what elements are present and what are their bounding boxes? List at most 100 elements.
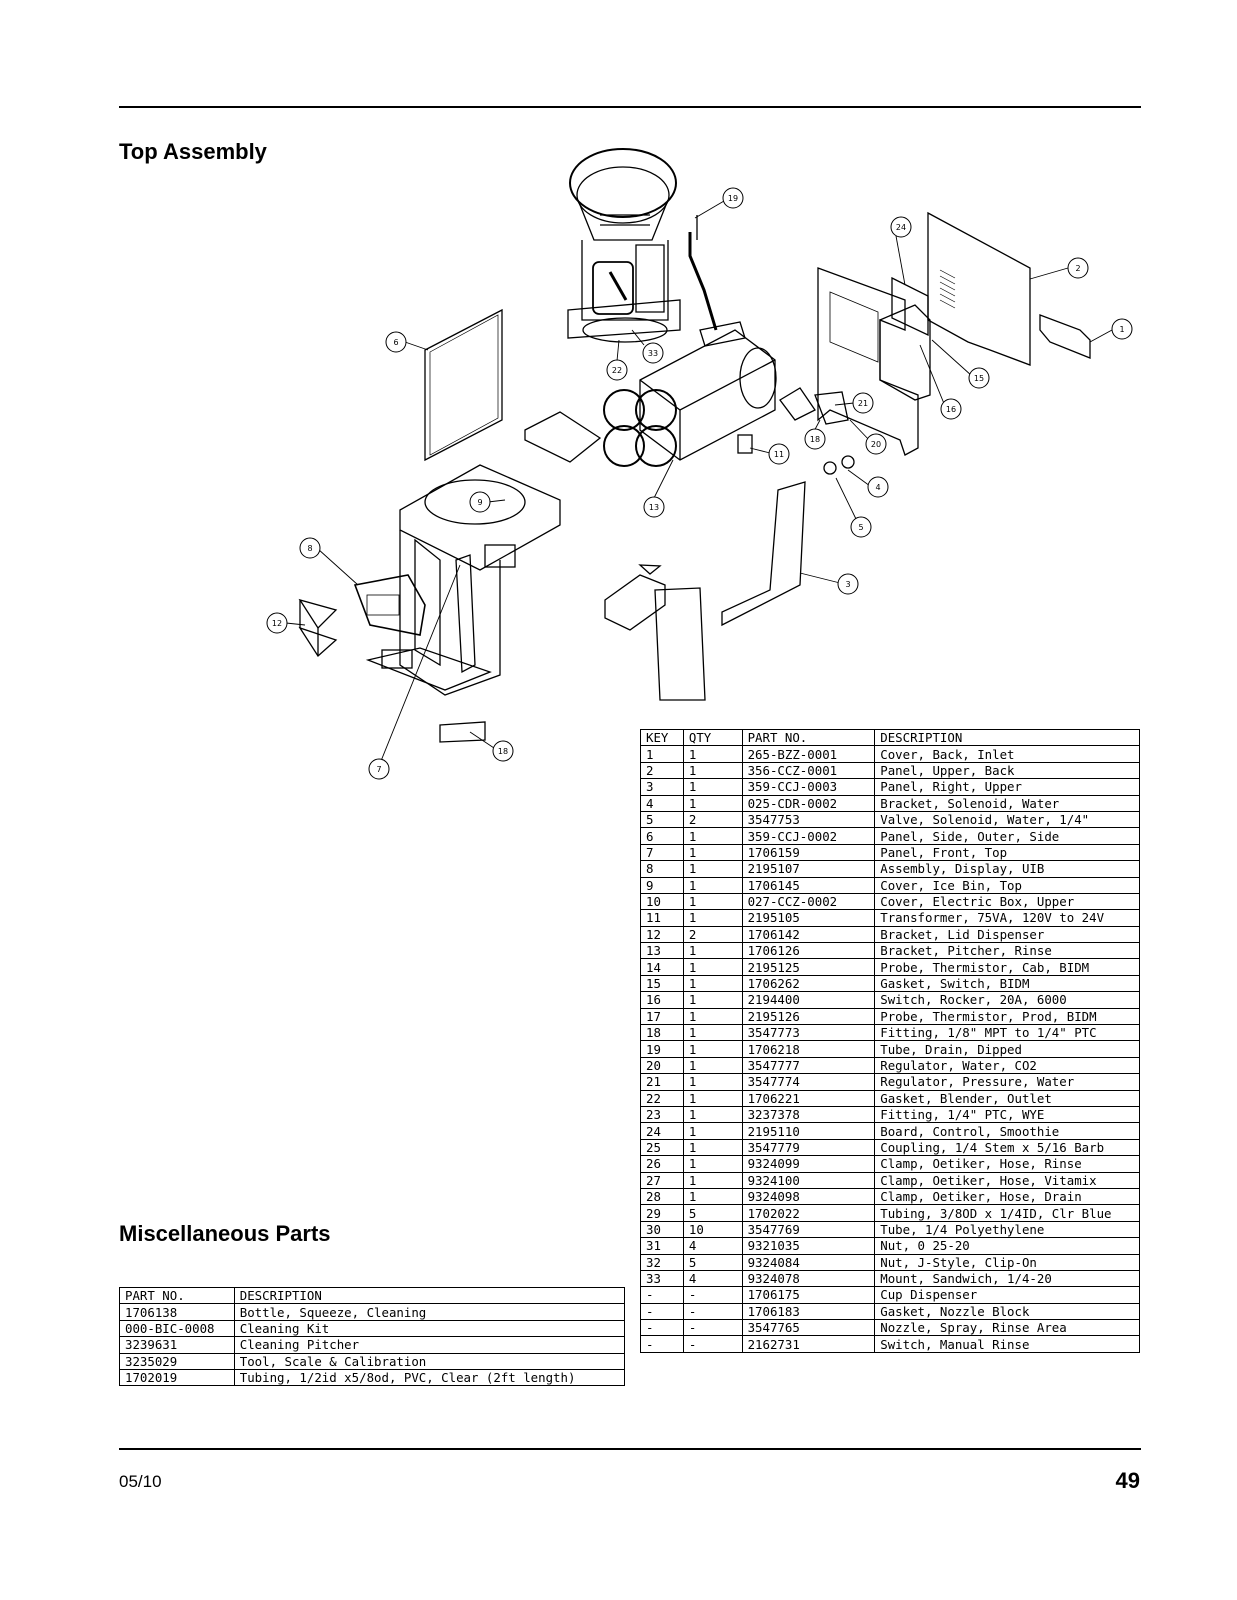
table-cell: 3547773	[741, 1024, 876, 1042]
table-cell: 30	[640, 1220, 684, 1239]
table-cell: 9324099	[741, 1155, 876, 1173]
svg-text:1: 1	[1119, 325, 1124, 334]
table-cell: 18	[640, 1024, 684, 1042]
callout-markers: 1 2 3 4 5 6 7 8 9 11 12 13 15 16 18 18 1…	[266, 187, 1133, 780]
table-cell: Tube, Drain, Dipped	[874, 1040, 1140, 1058]
callout-19: 19	[722, 187, 744, 209]
callout-20: 20	[865, 433, 887, 455]
svg-text:20: 20	[871, 440, 881, 449]
table-cell: Gasket, Switch, BIDM	[874, 974, 1140, 993]
top-assembly-heading: Top Assembly	[119, 139, 267, 164]
callout-21: 21	[852, 392, 874, 414]
table-cell: Cover, Ice Bin, Top	[874, 876, 1140, 894]
table-cell: 1	[682, 778, 743, 796]
table-cell: 11	[640, 909, 684, 927]
table-cell: 1	[682, 1073, 743, 1091]
table-cell: 1	[682, 1040, 743, 1058]
table-cell: 1702022	[741, 1204, 876, 1222]
motor-housing	[603, 321, 777, 467]
table-cell: 1706262	[741, 974, 876, 993]
table-cell: 1	[682, 1056, 743, 1075]
svg-text:15: 15	[974, 374, 984, 383]
callout-12: 12	[266, 612, 288, 634]
svg-text:3: 3	[845, 580, 850, 589]
callout-22: 22	[606, 359, 628, 381]
table-cell: 2195126	[741, 1007, 876, 1026]
table-cell: 16	[640, 991, 684, 1009]
svg-text:19: 19	[728, 194, 738, 203]
table-cell: 9324100	[741, 1171, 876, 1189]
callout-33: 33	[642, 342, 664, 364]
table-cell: 10	[640, 892, 684, 911]
table-cell: 10	[682, 1220, 743, 1239]
table-cell: 1706126	[741, 942, 876, 960]
table-cell: 9324084	[741, 1253, 876, 1271]
table-cell: 1	[682, 1089, 743, 1107]
table-cell: 9324098	[741, 1187, 876, 1206]
svg-text:8: 8	[307, 544, 312, 553]
column-header: QTY	[682, 728, 743, 747]
table-cell: Transformer, 75VA, 120V to 24V	[874, 909, 1140, 927]
table-cell: Cleaning Kit	[233, 1319, 626, 1338]
table-cell: 5	[640, 810, 684, 829]
callout-8: 8	[299, 537, 321, 559]
table-cell: 23	[640, 1105, 684, 1124]
table-cell: Tubing, 1/2id x5/8od, PVC, Clear (2ft le…	[233, 1368, 626, 1387]
page-number: 49	[1115, 1468, 1140, 1493]
table-cell: 1	[682, 1105, 743, 1124]
table-cell: 1706145	[741, 876, 876, 894]
table-cell: 1	[682, 745, 743, 763]
table-cell: 5	[682, 1253, 743, 1271]
table-cell: 1706221	[741, 1089, 876, 1107]
table-cell: 1	[640, 745, 684, 763]
table-cell: 1	[682, 991, 743, 1009]
svg-text:13: 13	[649, 503, 659, 512]
column-header: DESCRIPTION	[233, 1286, 626, 1305]
svg-text:4: 4	[875, 483, 880, 492]
svg-text:18: 18	[498, 747, 508, 756]
table-cell: 265-BZZ-0001	[741, 745, 876, 763]
table-cell: -	[640, 1286, 684, 1304]
callout-4: 4	[867, 476, 889, 498]
callout-5: 5	[850, 516, 872, 538]
table-cell: Nut, 0 25-20	[874, 1237, 1140, 1255]
table-cell: 9	[640, 876, 684, 894]
table-cell: 1	[682, 958, 743, 976]
callout-11: 11	[768, 443, 790, 465]
table-cell: Probe, Thermistor, Cab, BIDM	[874, 958, 1140, 976]
table-cell: Bracket, Pitcher, Rinse	[874, 942, 1140, 960]
callout-18-lower: 18	[492, 740, 514, 762]
table-cell: Probe, Thermistor, Prod, BIDM	[874, 1007, 1140, 1026]
table-cell: Cover, Electric Box, Upper	[874, 892, 1140, 911]
table-cell: Panel, Upper, Back	[874, 761, 1140, 780]
table-cell: 19	[640, 1040, 684, 1058]
table-cell: 4	[682, 1269, 743, 1288]
callout-3: 3	[837, 573, 859, 595]
table-cell: 1706142	[741, 925, 876, 944]
table-cell: Fitting, 1/8" MPT to 1/4" PTC	[874, 1024, 1140, 1042]
table-cell: Regulator, Pressure, Water	[874, 1073, 1140, 1091]
table-cell: 31	[640, 1237, 684, 1255]
table-cell: 1	[682, 1187, 743, 1206]
table-cell: -	[682, 1302, 743, 1321]
table-cell: 1	[682, 1155, 743, 1173]
table-cell: 1	[682, 876, 743, 894]
